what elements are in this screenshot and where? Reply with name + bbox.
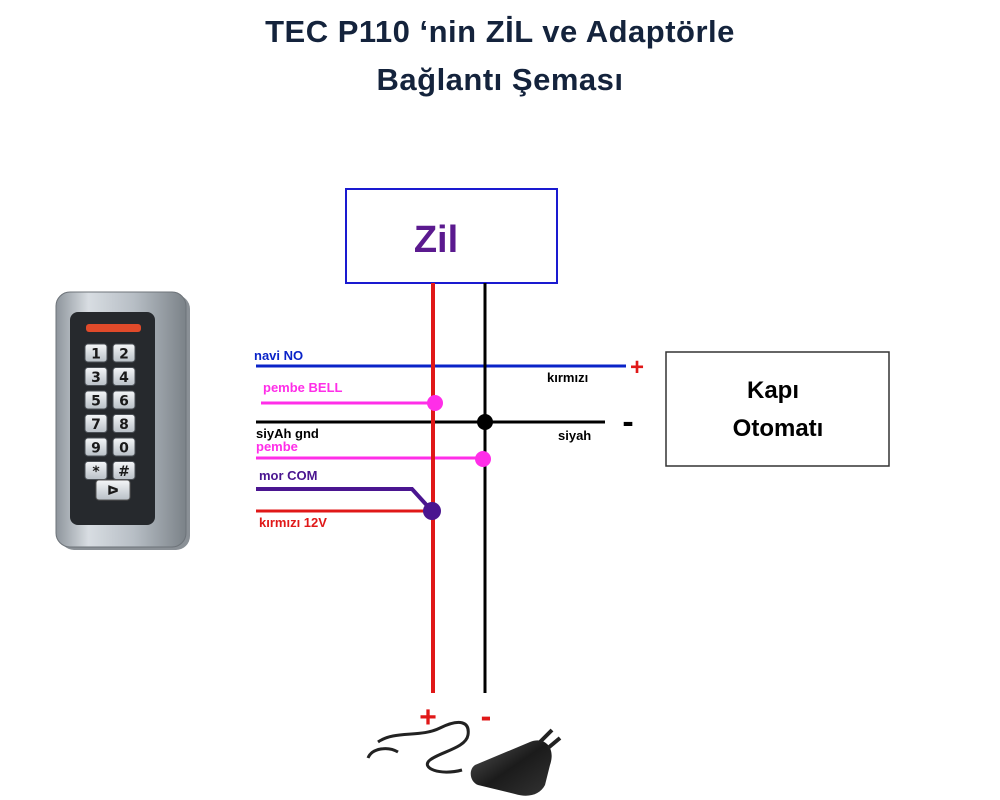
keypad-key [84, 390, 108, 410]
title-line-2: Bağlantı Şeması [376, 62, 624, 97]
keypad-key [84, 461, 108, 480]
junction-pembe [475, 451, 491, 467]
keypad-key-label: 6 [119, 394, 129, 410]
keypad-key-label: 9 [91, 441, 101, 457]
bell-key [95, 479, 131, 501]
junction-siyah [477, 414, 493, 430]
keypad-key [84, 367, 108, 386]
junction-pembe-bell [427, 395, 443, 411]
bell-key-symbol: ᐅ [107, 484, 119, 499]
keypad-key-label: 1 [91, 347, 101, 363]
power-adapter [366, 720, 562, 796]
keypad-key-label: * [92, 464, 100, 480]
label-siyah: siyah [558, 428, 592, 443]
keypad-key-label: 0 [119, 441, 129, 457]
title-line-1: TEC P110 ‘nin ZİL ve Adaptörle [265, 14, 735, 49]
keypad-key-label: 3 [91, 370, 101, 386]
door-plus-sign: + [630, 354, 644, 381]
junction-mor-com [423, 502, 441, 520]
label-kirmizi: kırmızı [547, 370, 589, 385]
keypad-key-label: 8 [119, 417, 129, 433]
bell-box-label: Zil [414, 219, 458, 261]
keypad-device: 1 2 3 4 5 6 7 8 9 0 * # ᐅ [55, 291, 190, 550]
wire-mor-com [256, 487, 434, 513]
keypad-key-label: 2 [119, 347, 129, 363]
door-minus-sign: - [622, 403, 633, 441]
door-automat-line-2: Otomatı [733, 415, 824, 442]
door-automat-box [665, 351, 890, 467]
bell-box [345, 188, 558, 284]
adapter-minus-sign: - [481, 698, 492, 734]
keypad-key [84, 343, 108, 363]
keypad-key-label: 4 [119, 370, 129, 386]
door-automat-line-1: Kapı [747, 377, 799, 404]
keypad-key [112, 414, 136, 433]
keypad-key [112, 390, 136, 410]
adapter-plus-sign: + [419, 701, 437, 734]
keypad-key-label: 5 [91, 394, 101, 410]
label-kirmizi-12v: kırmızı 12V [259, 515, 327, 530]
label-siyah-gnd: siyAh gnd [256, 426, 319, 441]
keypad-key-label: 7 [91, 417, 101, 433]
keypad-key [112, 437, 136, 457]
keypad-key-label: # [118, 464, 130, 480]
label-navi-no: navi NO [254, 348, 304, 363]
keypad-key [112, 343, 136, 363]
label-pembe: pembe [256, 439, 298, 454]
keypad-key [84, 414, 108, 433]
label-pembe-bell: pembe BELL [263, 380, 343, 395]
keypad-key [84, 437, 108, 457]
label-mor-com: mor COM [259, 468, 318, 483]
keypad-key [112, 367, 136, 386]
